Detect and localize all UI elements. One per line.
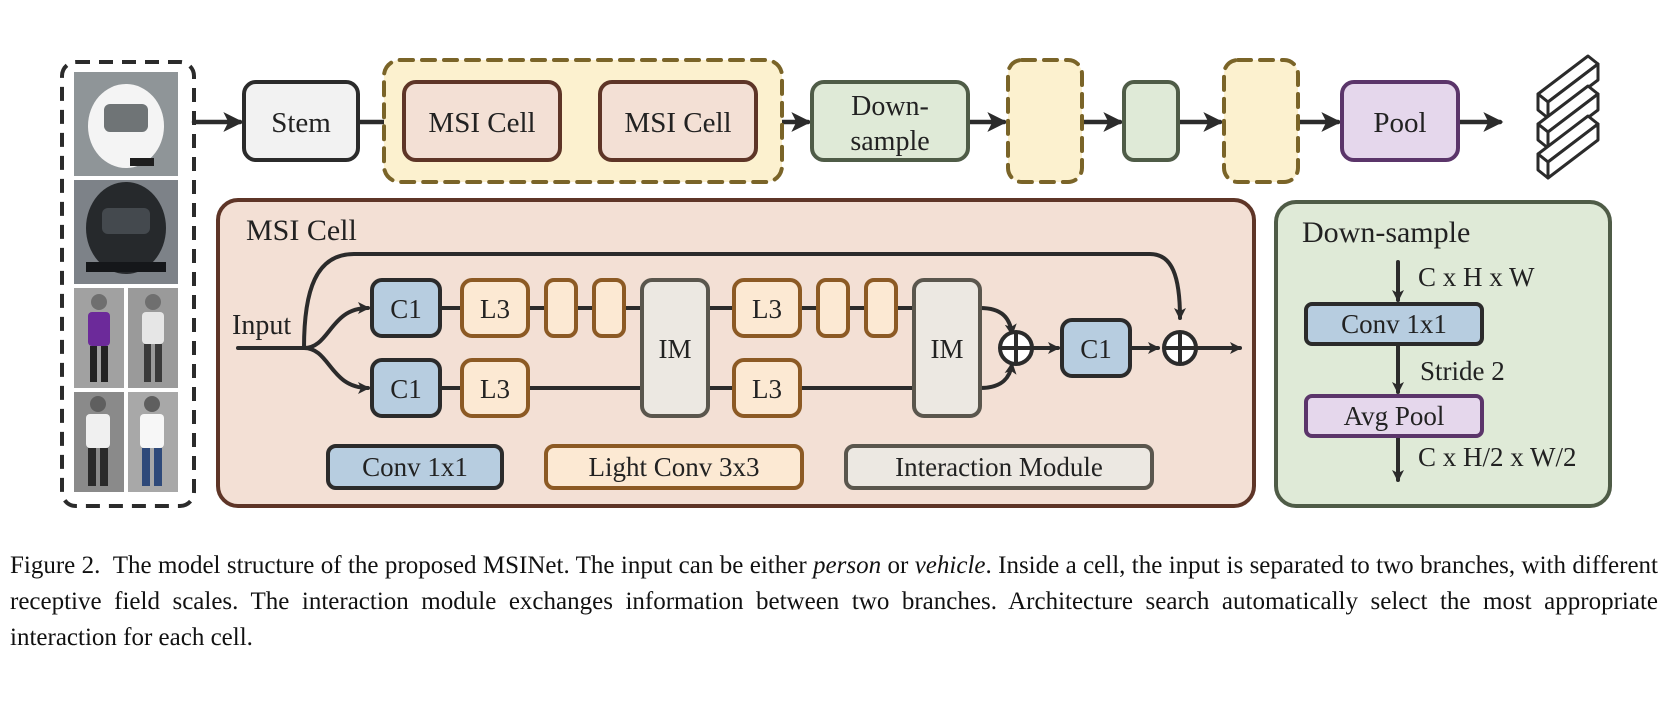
- person-image-2: [128, 288, 178, 388]
- ds-avgpool-label: Avg Pool: [1344, 401, 1445, 431]
- stem-label: Stem: [271, 107, 331, 139]
- legend-light-label: Light Conv 3x3: [588, 452, 759, 482]
- downsample-panel: Down-sample C x H x W Conv 1x1 Stride 2 …: [1274, 200, 1612, 508]
- msi-panel-title: MSI Cell: [246, 214, 357, 247]
- msi-cell-block-1: [402, 80, 562, 162]
- ds-conv-label: Conv 1x1: [1341, 309, 1447, 339]
- ds-stride-label: Stride 2: [1420, 356, 1505, 386]
- legend-interaction-label: Interaction Module: [895, 452, 1103, 482]
- l3-top-small-1a: [544, 278, 578, 338]
- im-label-1: IM: [659, 334, 692, 364]
- add-op-2: [1162, 330, 1198, 366]
- l3-top-label-1: L3: [480, 294, 510, 324]
- input-images-panel: [60, 60, 196, 508]
- legend-light-swatch: [544, 444, 804, 490]
- person-image-4: [128, 392, 178, 492]
- legend: Conv 1x1 Light Conv 3x3 Interaction Modu…: [326, 444, 1154, 490]
- downsample-block: [810, 80, 970, 162]
- caption-or: or: [881, 552, 915, 579]
- l3-top-small-2b: [864, 278, 898, 338]
- ds-panel-title: Down-sample: [1302, 216, 1470, 249]
- im-block-1: [640, 278, 710, 418]
- l3-top-label-2: L3: [752, 294, 782, 324]
- legend-interaction-swatch: [844, 444, 1154, 490]
- im-label-2: IM: [931, 334, 964, 364]
- ds-in-dims: C x H x W: [1418, 262, 1535, 292]
- pool-label: Pool: [1373, 107, 1426, 139]
- im-block-2: [912, 278, 982, 418]
- figure-caption: Figure 2. The model structure of the pro…: [10, 548, 1658, 656]
- caption-person: person: [813, 552, 882, 579]
- downsample-label-line2: sample: [850, 126, 929, 157]
- l3-top-block-1: [460, 278, 530, 338]
- msi-cell-panel: MSI Cell Input: [216, 198, 1256, 508]
- downsample-placeholder: [1122, 80, 1180, 162]
- legend-conv-label: Conv 1x1: [362, 452, 468, 482]
- caption-text-1: The model structure of the proposed MSIN…: [112, 552, 814, 579]
- caption-label: Figure 2.: [10, 552, 101, 579]
- msi-cell-label-1: MSI Cell: [428, 107, 535, 139]
- ds-conv-block: [1304, 302, 1484, 346]
- input-label: Input: [232, 310, 291, 341]
- c1-bottom-label: C1: [390, 374, 422, 404]
- l3-top-block-2: [732, 278, 802, 338]
- ds-avgpool-block: [1304, 394, 1484, 438]
- pipeline: Stem MSI Cell MSI Cell Down- sample Pool: [191, 54, 1600, 184]
- c1-out-label: C1: [1080, 334, 1112, 364]
- l3-bottom-label-1: L3: [480, 374, 510, 404]
- pool-block: [1340, 80, 1460, 162]
- msi-group-placeholder-1: [1006, 58, 1084, 184]
- msi-cell-block-2: [598, 80, 758, 162]
- vehicle-image-2: [74, 180, 178, 284]
- c1-top-block: [370, 278, 442, 338]
- l3-bottom-label-2: L3: [752, 374, 782, 404]
- person-image-3: [74, 392, 124, 492]
- msinet-architecture-diagram: Stem MSI Cell MSI Cell Down- sample Pool: [60, 54, 1612, 508]
- c1-top-label: C1: [390, 294, 422, 324]
- feature-vectors-icon: [1536, 54, 1600, 180]
- add-op-1: [998, 330, 1034, 366]
- caption-text-2: . Inside a cell, the input is separated …: [10, 552, 1658, 651]
- c1-bottom-block: [370, 358, 442, 418]
- caption-vehicle: vehicle: [914, 552, 986, 579]
- msi-group-placeholder-2: [1222, 58, 1300, 184]
- c1-out-block: [1060, 318, 1132, 378]
- l3-top-small-1b: [592, 278, 626, 338]
- downsample-label-line1: Down-: [851, 91, 929, 122]
- legend-conv-swatch: [326, 444, 504, 490]
- msi-cell-label-2: MSI Cell: [624, 107, 731, 139]
- l3-bottom-block-1: [460, 358, 530, 418]
- l3-bottom-block-2: [732, 358, 802, 418]
- ds-out-dims: C x H/2 x W/2: [1418, 442, 1577, 472]
- l3-top-small-2a: [816, 278, 850, 338]
- stem-block: [242, 80, 360, 162]
- vehicle-image-1: [74, 72, 178, 176]
- person-image-1: [74, 288, 124, 388]
